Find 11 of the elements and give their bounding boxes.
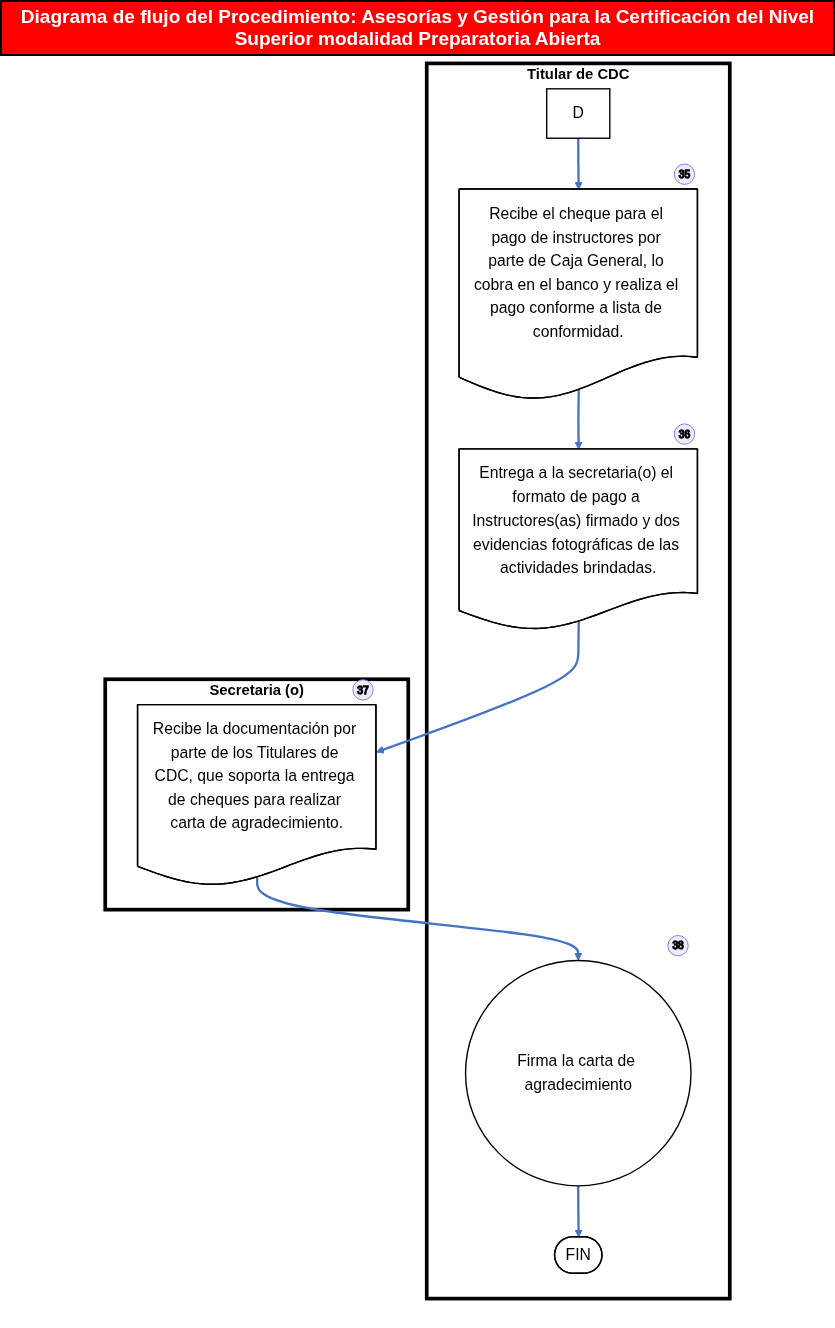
arrow xyxy=(574,1185,583,1238)
step-number: 38 xyxy=(667,935,689,957)
arrow xyxy=(376,621,580,754)
step-number: 37 xyxy=(352,679,374,701)
node-box: D xyxy=(546,88,611,139)
arrow xyxy=(255,877,583,961)
step-number: 36 xyxy=(673,423,696,445)
title-banner: Diagrama de flujo del Procedimiento: Asesorías y Gestión para la Certificación del Nivel Superior modalidad Preparatoria Abierta xyxy=(0,0,835,56)
node-circle: Firma la carta de agradecimiento xyxy=(464,959,692,1187)
arrow xyxy=(574,138,583,190)
step-number: 35 xyxy=(673,163,696,185)
